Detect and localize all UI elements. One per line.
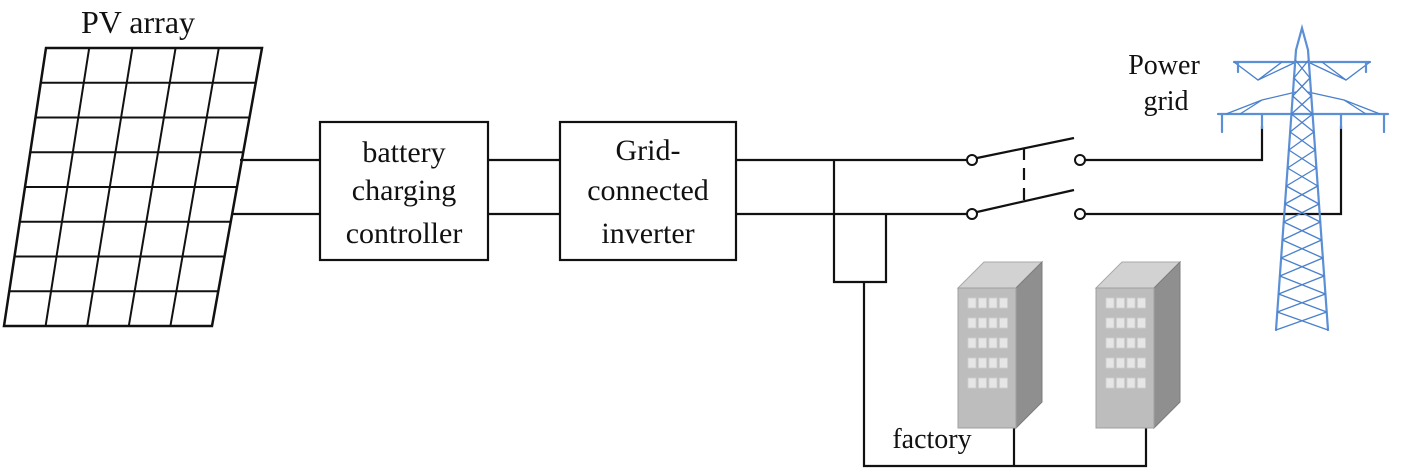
inverter-box: [558, 120, 738, 262]
controller-label-line-2: charging: [352, 174, 456, 207]
controller-box: [318, 120, 490, 262]
factory-label: factory: [892, 424, 971, 455]
grid-line-2: [1085, 126, 1343, 216]
factory-building-icon: [956, 260, 1044, 430]
controller-label-line-1: battery: [362, 136, 445, 169]
inverter-label-line-1: Grid-: [616, 134, 681, 167]
transmission-tower-icon: [1216, 23, 1390, 332]
inverter-label-line-2: connected: [587, 174, 709, 207]
grid-line-1: [1085, 126, 1264, 162]
pv-array-label: PV array: [81, 4, 195, 40]
controller-label-line-3: controller: [346, 217, 463, 250]
double-pole-switch-icon: [966, 136, 1086, 220]
factory-building-icon: [1094, 260, 1182, 430]
inverter-label-line-3: inverter: [601, 217, 694, 250]
power-grid-label-line-1: Power: [1128, 50, 1200, 81]
solar-panel-icon: [2, 46, 264, 328]
factory-tap-lines: [832, 160, 1148, 468]
power-grid-label-line-2: grid: [1143, 86, 1188, 117]
